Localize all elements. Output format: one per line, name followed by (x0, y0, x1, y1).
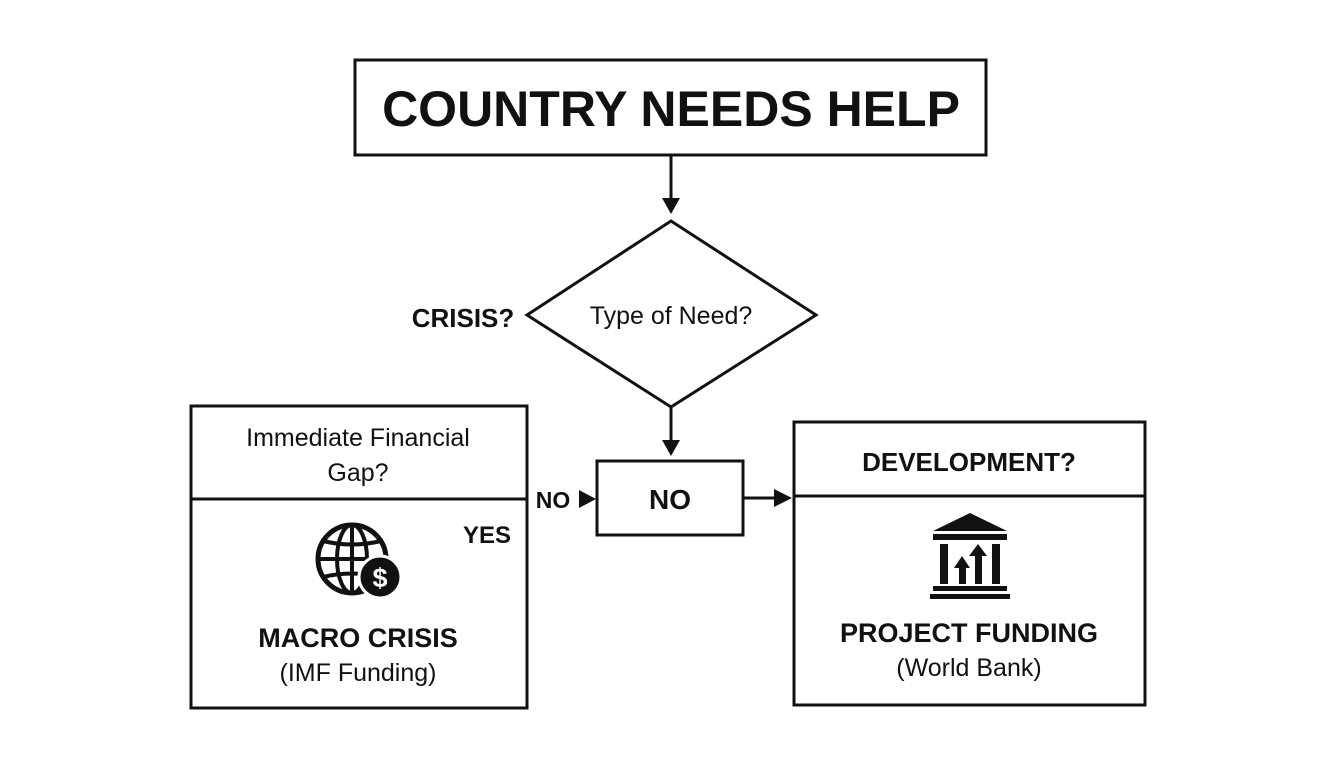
project-funding-label: PROJECT FUNDING (840, 618, 1098, 648)
svg-text:$: $ (372, 563, 387, 593)
title-node: COUNTRY NEEDS HELP (353, 58, 988, 157)
no-box (595, 459, 745, 537)
globe-dollar-icon: $ (315, 522, 403, 600)
imf-funding-label: (IMF Funding) (280, 659, 437, 687)
arrow-title-to-decision (662, 156, 680, 214)
title-text: COUNTRY NEEDS HELP (382, 81, 960, 137)
decision-diamond (524, 219, 819, 409)
bank-building-icon (930, 513, 1010, 599)
development-question: DEVELOPMENT? (862, 447, 1076, 477)
yes-label: YES (463, 522, 511, 549)
title-box (353, 58, 988, 157)
arrow-decision-to-no (662, 408, 680, 456)
decision-question: Type of Need? (590, 302, 753, 330)
crisis-node: Immediate Financial Gap? YES $ MACRO CRI… (189, 404, 529, 710)
no-node: NO (595, 459, 745, 537)
world-bank-label: (World Bank) (896, 654, 1041, 682)
arrow-no-to-development (744, 489, 792, 507)
crisis-label: CRISIS? (412, 303, 515, 333)
no-arrow-label: NO (536, 487, 571, 513)
no-box-label: NO (649, 484, 691, 515)
arrow-crisis-to-no: NO (536, 487, 596, 513)
development-box (792, 420, 1147, 707)
development-node: DEVELOPMENT? PROJECT FUNDING (World Bank… (792, 420, 1147, 707)
decision-node: Type of Need? (524, 219, 819, 409)
crisis-question-line2: Gap? (327, 459, 388, 487)
macro-crisis-label: MACRO CRISIS (258, 623, 458, 653)
crisis-question-line1: Immediate Financial (246, 424, 470, 452)
